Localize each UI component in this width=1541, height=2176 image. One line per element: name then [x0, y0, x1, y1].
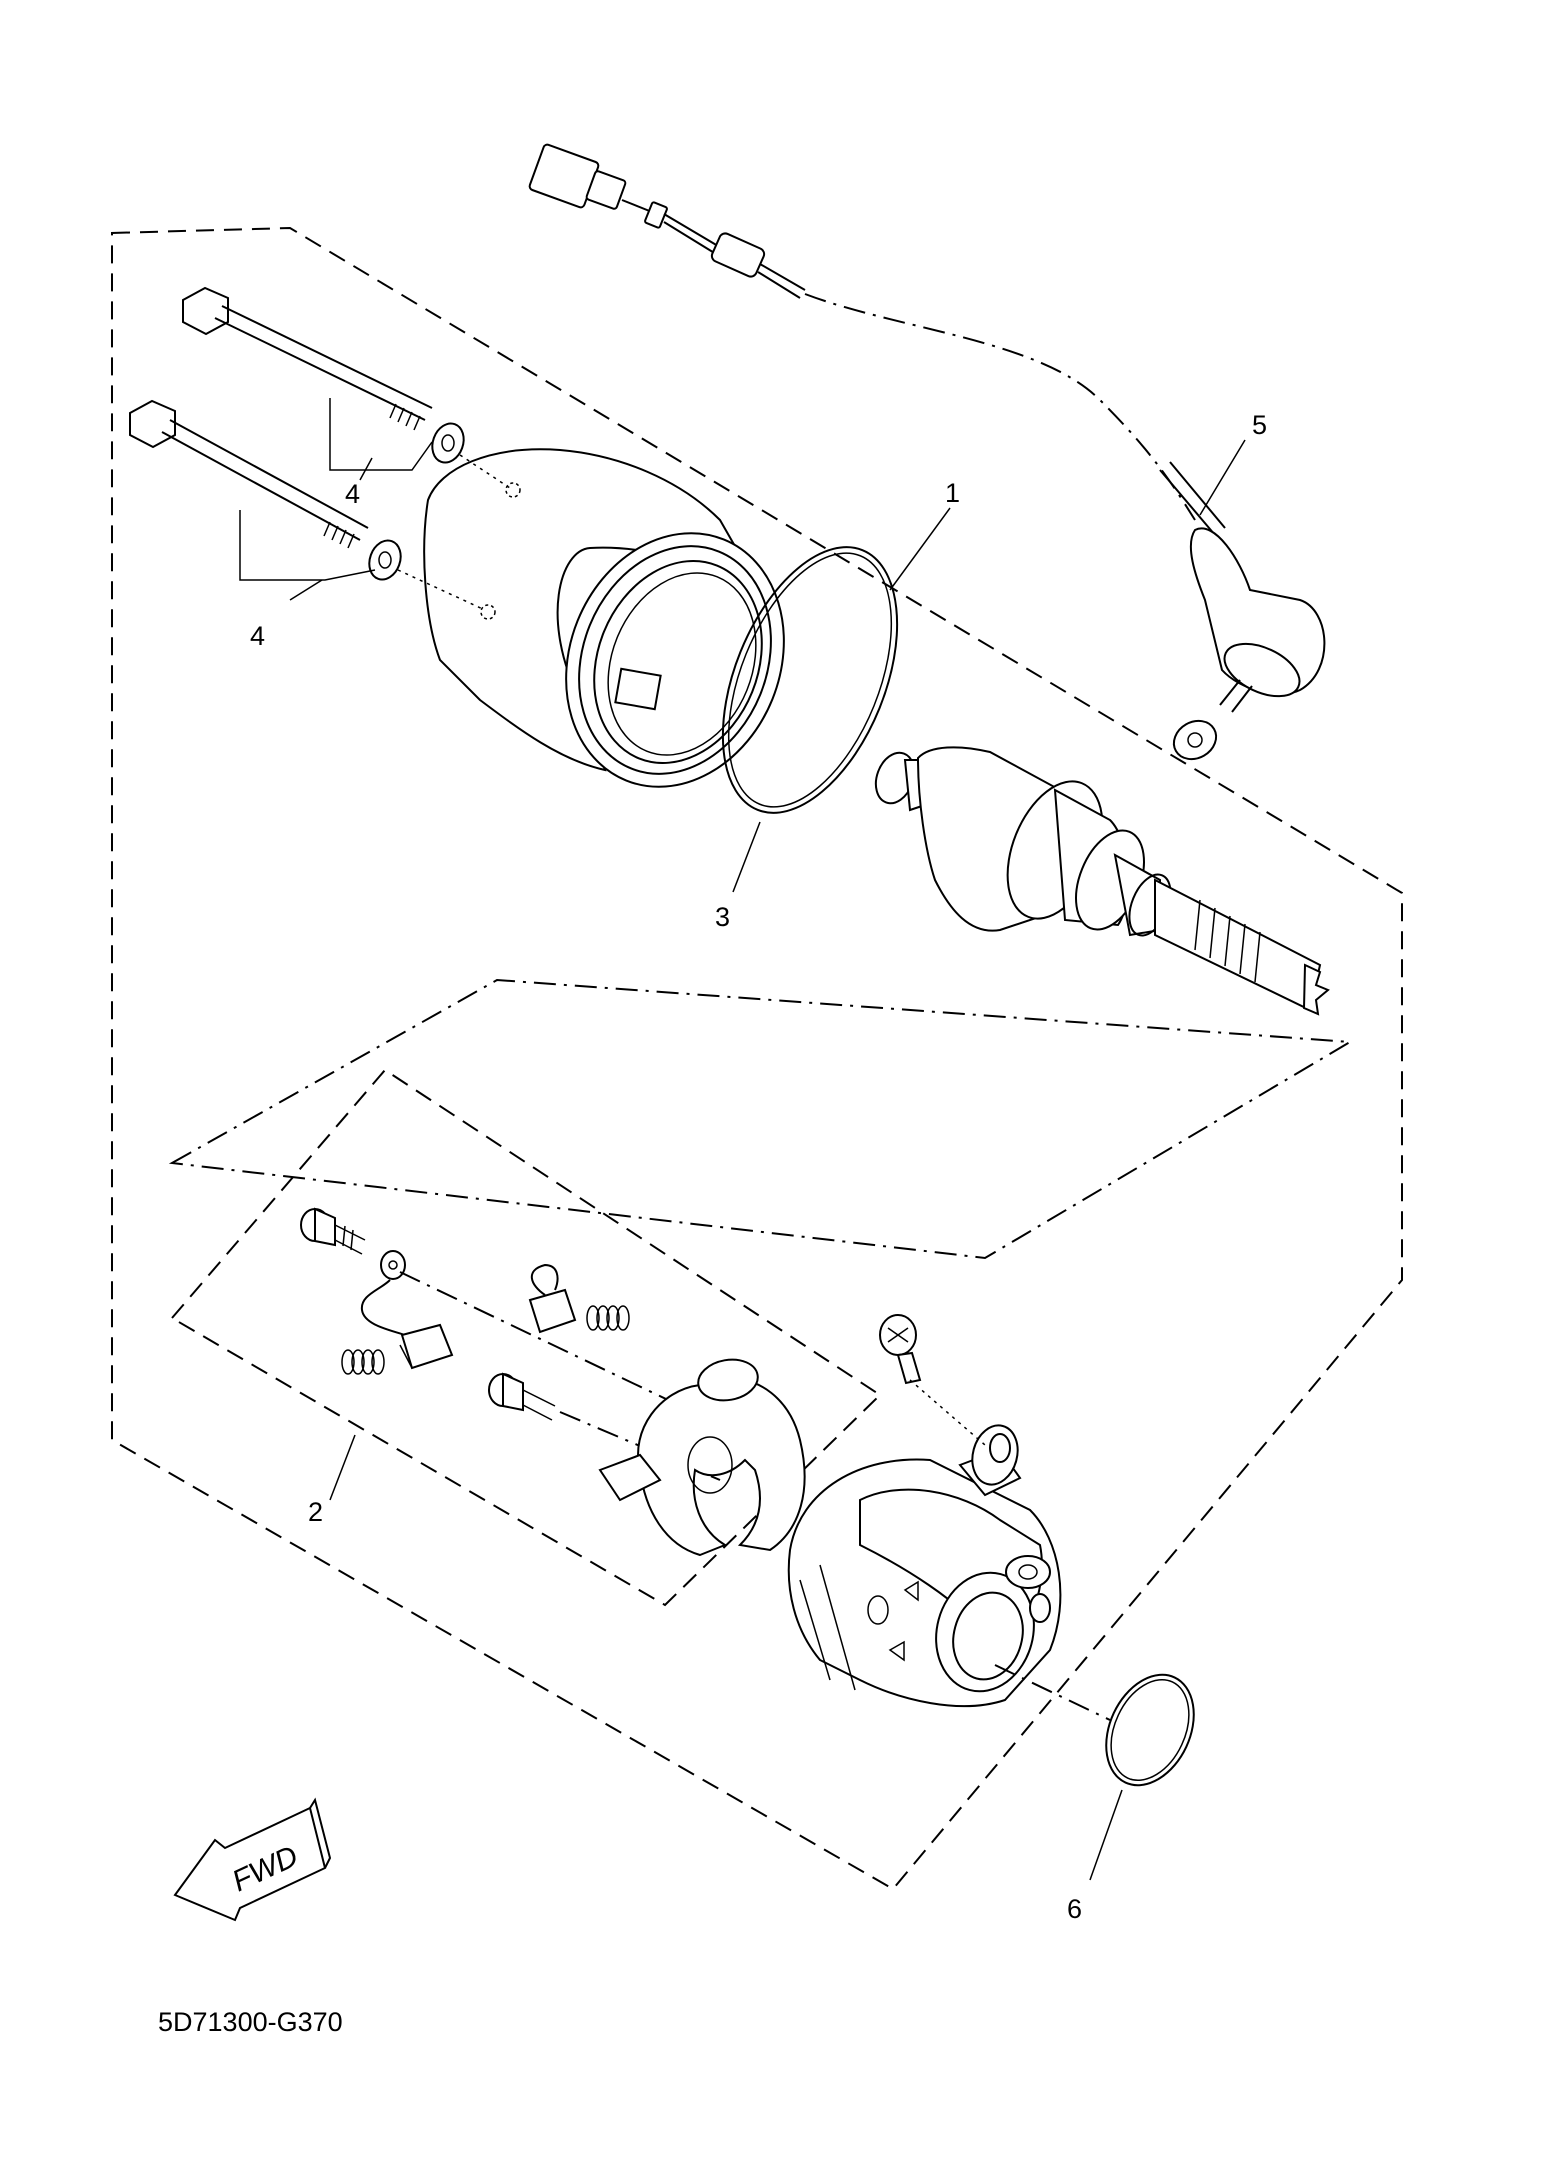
brush-with-lead [360, 1250, 454, 1370]
armature [874, 746, 1330, 1016]
motor-yoke [397, 448, 785, 788]
brush-holder-plate [598, 1358, 806, 1557]
brush-spring-left [341, 1349, 385, 1375]
long-bolt-lower [129, 399, 369, 549]
callout-6: 6 [1067, 1894, 1082, 1924]
callout-5: 5 [1252, 410, 1267, 440]
leader-3 [732, 821, 761, 893]
front-cover [787, 1424, 1062, 1708]
brush-upper [528, 1263, 577, 1334]
leader-5 [1199, 439, 1246, 516]
leader-6 [1089, 1789, 1123, 1881]
callout-1: 1 [945, 478, 960, 508]
brush-assembly-outline [168, 978, 1354, 1260]
callout-2: 2 [308, 1497, 323, 1527]
holder-screw-lower [488, 1372, 556, 1421]
leader-1 [889, 507, 951, 591]
cover-screw [879, 1314, 986, 1446]
callout-3: 3 [715, 902, 730, 932]
brush-spring-right [586, 1305, 630, 1331]
long-bolt-upper [182, 286, 433, 431]
o-ring-small [1105, 1673, 1195, 1787]
leader-2 [329, 1434, 356, 1501]
lead-boot [1189, 527, 1326, 695]
callout-4-lower: 4 [250, 621, 265, 651]
ring-terminal [1172, 719, 1218, 761]
drawing-code: 5D71300-G370 [158, 2007, 343, 2037]
callout-4-upper: 4 [345, 479, 360, 509]
assembly-boundary-outline [111, 226, 1403, 1891]
o-ring-large [721, 546, 899, 814]
lead-wire [528, 143, 1326, 761]
brush-kit-outline [170, 1068, 882, 1607]
brush-holder-screw [300, 1207, 366, 1255]
fwd-arrow [173, 1797, 332, 1922]
washer-upper [431, 422, 465, 464]
washer-lower [368, 539, 402, 581]
